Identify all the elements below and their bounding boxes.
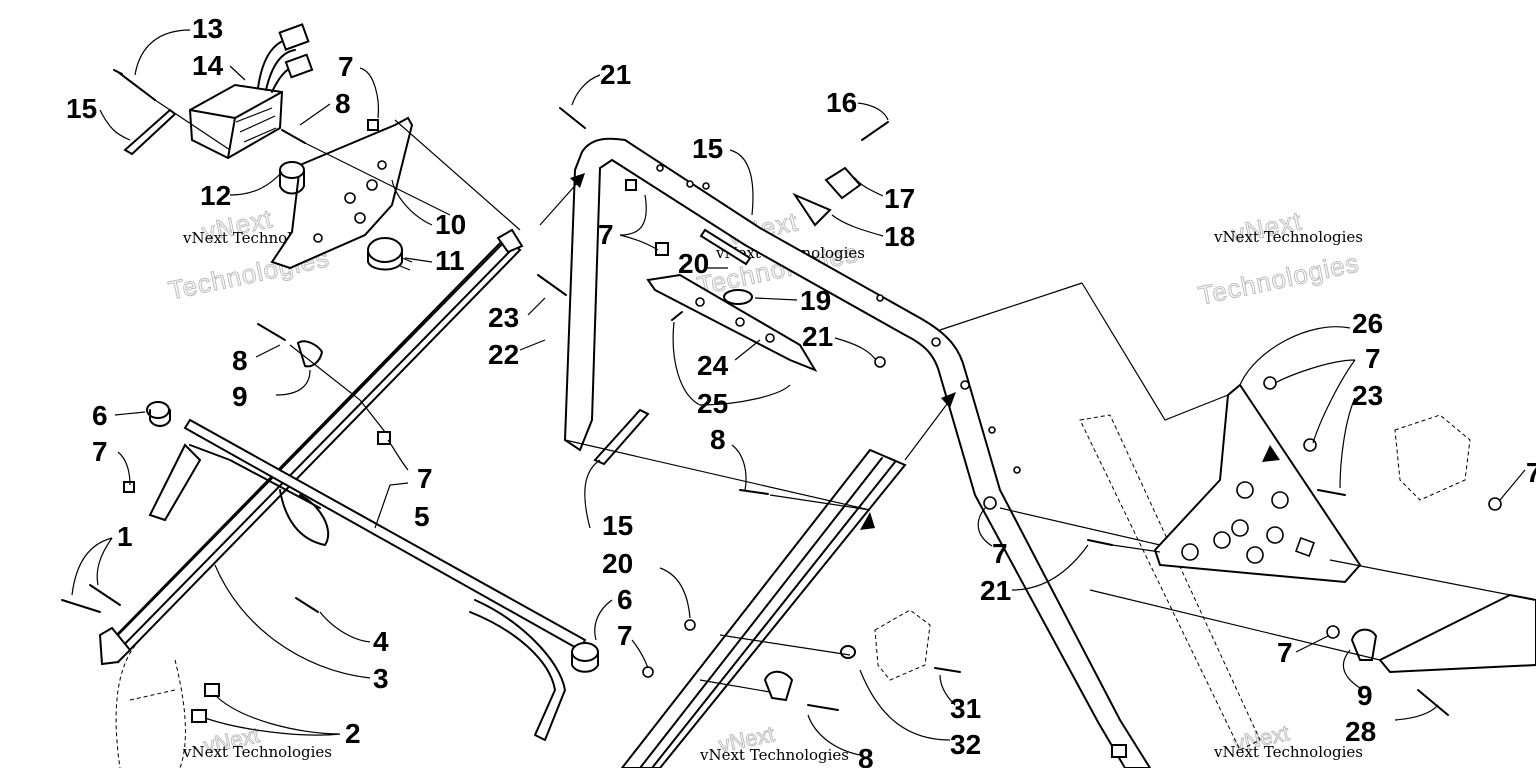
callout-8: 8: [710, 424, 726, 455]
hardware-center: [537, 107, 961, 711]
left-rail: [98, 228, 524, 666]
cable-tie: [123, 108, 177, 156]
callout-20: 20: [678, 248, 709, 279]
callout-7: 7: [1526, 457, 1536, 488]
callout-3: 3: [373, 663, 389, 694]
callout-11: 11: [435, 245, 465, 276]
callout-12: 12: [200, 180, 231, 211]
bolts-top-left: [113, 69, 379, 144]
grommet: [279, 161, 305, 195]
callout-7: 7: [1365, 343, 1381, 374]
callout-7: 7: [417, 463, 433, 494]
callout-23: 23: [1352, 380, 1383, 411]
callout-8: 8: [335, 88, 351, 119]
callout-15: 15: [692, 133, 723, 164]
right-arm-bracket: [1378, 593, 1536, 674]
right-frame-ghost: [1079, 414, 1471, 751]
callout-9: 9: [232, 381, 248, 412]
callout-28: 28: [1345, 716, 1376, 747]
callout-21: 21: [802, 321, 833, 352]
relay-ghost-center: [874, 609, 931, 681]
right-mount-plate: [1153, 383, 1362, 584]
hardware-lower-left: [61, 323, 391, 723]
callout-20: 20: [602, 548, 633, 579]
callout-14: 14: [192, 50, 224, 81]
callout-24: 24: [697, 350, 729, 381]
callout-9: 9: [1357, 680, 1373, 711]
control-module: [188, 23, 314, 160]
callout-23: 23: [488, 302, 519, 333]
callout-10: 10: [435, 209, 466, 240]
callout-8: 8: [858, 743, 874, 768]
callout-19: 19: [800, 285, 831, 316]
center-rail: [620, 448, 907, 768]
callout-7: 7: [92, 436, 108, 467]
callout-1: 1: [117, 521, 133, 552]
lower-left-frame-ghost: [115, 639, 186, 768]
cross-bar: [146, 401, 599, 741]
callout-6: 6: [92, 400, 108, 431]
callout-13: 13: [192, 13, 223, 44]
callout-5: 5: [414, 501, 430, 532]
callout-17: 17: [884, 183, 915, 214]
callout-32: 32: [950, 729, 981, 760]
callouts: 13 14 15 7 8 12 10 11 21 16 15 17 18 7 2…: [66, 13, 1536, 768]
callout-22: 22: [488, 339, 519, 370]
watermark-small: vNext Technologies: [699, 746, 849, 764]
callout-26: 26: [1352, 308, 1383, 339]
hardware-right: [983, 376, 1502, 758]
watermark-big: Technologies: [1196, 247, 1362, 310]
sensor: [792, 121, 889, 227]
watermark-small: vNext Technologies: [1213, 743, 1363, 761]
plate-bracket: [646, 273, 818, 373]
callout-7: 7: [338, 51, 354, 82]
callout-8: 8: [232, 345, 248, 376]
callout-7: 7: [992, 538, 1008, 569]
callout-25: 25: [697, 388, 728, 419]
watermark-small: vNext Technologies: [182, 743, 332, 761]
callout-21: 21: [600, 59, 631, 90]
callout-7: 7: [1277, 637, 1293, 668]
relay: [367, 237, 413, 271]
callout-15: 15: [602, 510, 633, 541]
callout-15: 15: [66, 93, 97, 124]
watermark-small: vNext Technologies: [1213, 228, 1363, 246]
callout-7: 7: [598, 219, 614, 250]
callout-4: 4: [373, 626, 389, 657]
watermarks: vNext Technologies vNext Technologies vN…: [165, 203, 1363, 764]
callout-6: 6: [617, 584, 633, 615]
callout-21: 21: [980, 575, 1011, 606]
callout-2: 2: [345, 718, 361, 749]
callout-7: 7: [617, 620, 633, 651]
callout-31: 31: [950, 693, 981, 724]
callout-16: 16: [826, 87, 857, 118]
arrows: [539, 173, 1280, 530]
upper-hoop: [563, 137, 1152, 768]
leader-lines: [71, 29, 1536, 756]
mounting-bracket: [270, 116, 414, 270]
callout-18: 18: [884, 221, 915, 252]
